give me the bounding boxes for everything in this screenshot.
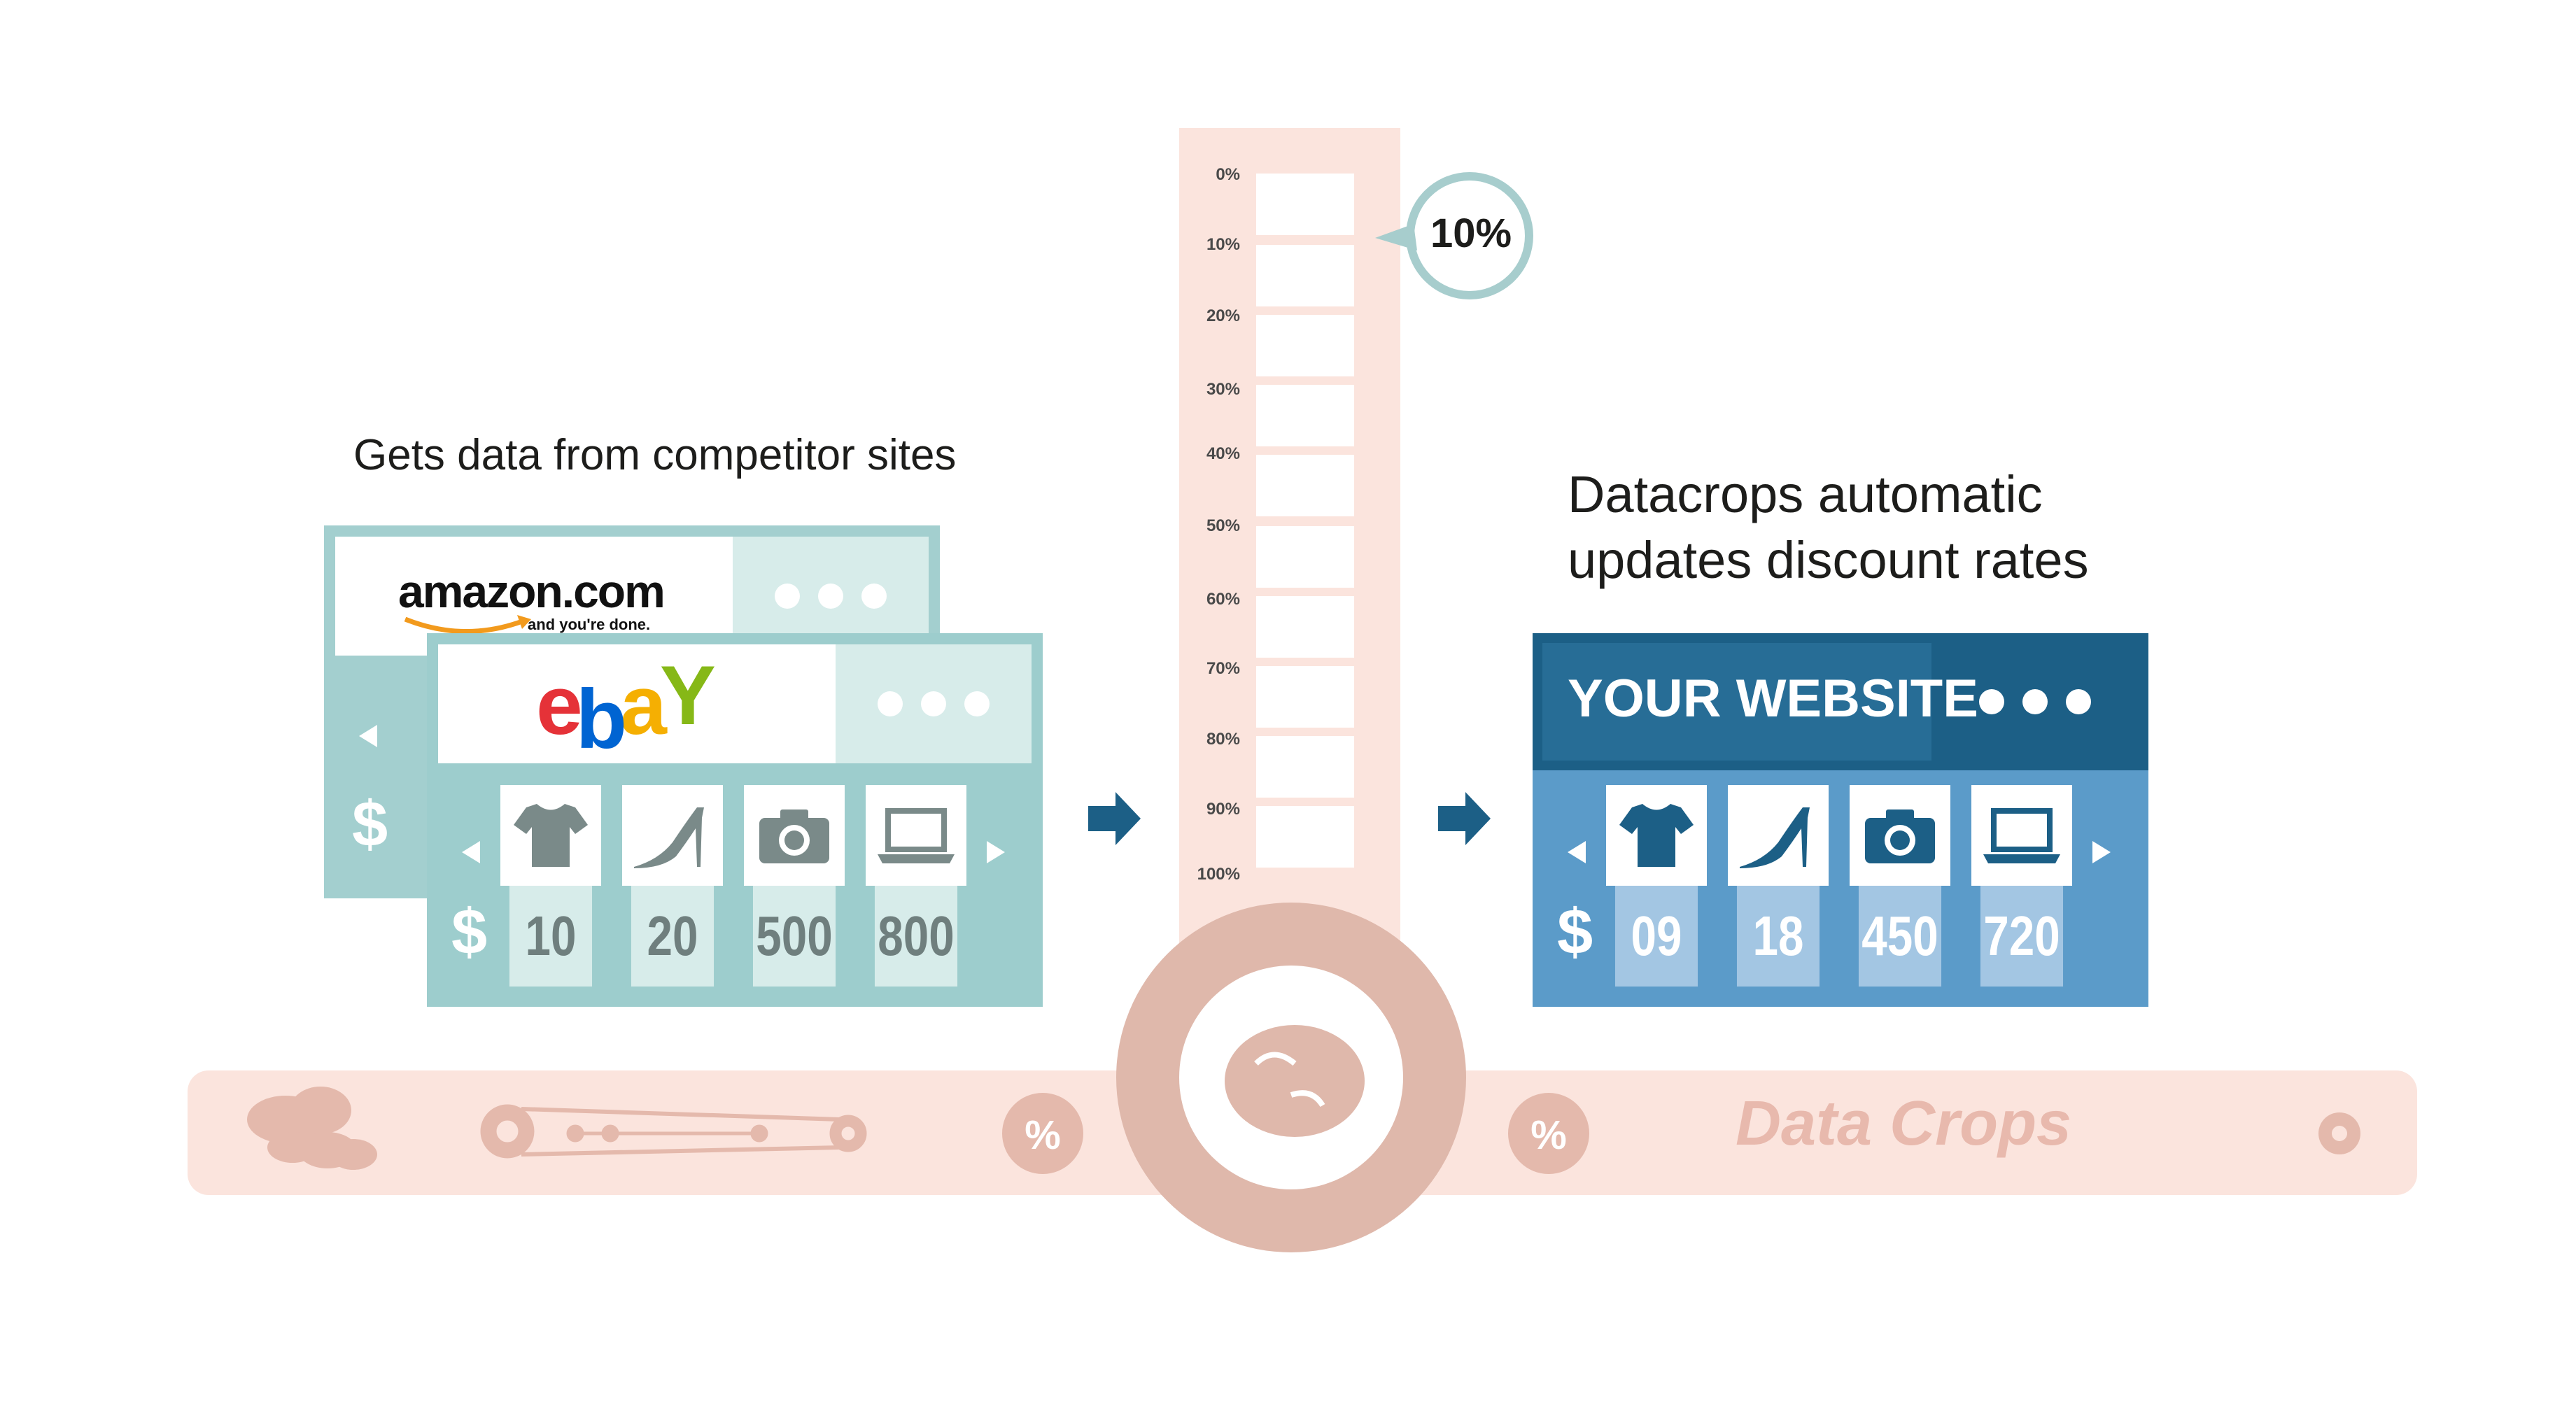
price-value: 450 — [1858, 886, 1942, 987]
high-heel-icon — [1728, 785, 1829, 886]
price-value: 18 — [1736, 886, 1820, 987]
scale-label: 10% — [1206, 235, 1240, 254]
scale-cell[interactable] — [1256, 174, 1354, 235]
currency-symbol: $ — [352, 789, 388, 860]
price-value: 10 — [509, 886, 593, 987]
scale-label: 60% — [1206, 590, 1240, 609]
scale-cell[interactable] — [1256, 596, 1354, 658]
price-value: 720 — [1980, 886, 2064, 987]
auto-update-caption: Datacrops automatic updates discount rat… — [1568, 462, 2089, 593]
scale-cell[interactable] — [1256, 666, 1354, 728]
amazon-tagline: and you're done. — [528, 616, 651, 633]
conveyor-icon — [480, 1104, 867, 1159]
menu-dot — [921, 691, 946, 716]
your-website-menu[interactable] — [1931, 643, 2139, 761]
menu-dot — [878, 691, 903, 716]
scale-label: 50% — [1206, 516, 1240, 535]
menu-dot — [775, 584, 800, 609]
scale-label: 70% — [1206, 659, 1240, 678]
ebay-logo: ebaY — [536, 649, 716, 766]
svg-text:%: % — [1025, 1112, 1061, 1158]
scale-label: 30% — [1206, 380, 1240, 399]
scale-cell[interactable] — [1256, 245, 1354, 306]
competitor-sites-caption: Gets data from competitor sites — [353, 431, 957, 479]
scale-label: 0% — [1216, 165, 1240, 184]
scale-label: 90% — [1206, 800, 1240, 819]
scale-label: 40% — [1206, 444, 1240, 463]
prev-arrow-icon[interactable] — [359, 725, 377, 747]
small-gear-icon — [2318, 1112, 2360, 1154]
product-tile[interactable]: 18 — [1728, 785, 1829, 987]
t-shirt-icon — [500, 785, 601, 886]
prev-arrow-icon[interactable] — [1568, 841, 1586, 863]
menu-dot — [818, 584, 843, 609]
menu-dot — [964, 691, 990, 716]
scale-label: 20% — [1206, 306, 1240, 325]
menu-dot — [2066, 689, 2091, 714]
arrow-right-icon — [1088, 792, 1141, 845]
product-tile[interactable]: 720 — [1971, 785, 2072, 987]
product-tile[interactable]: 20 — [622, 785, 723, 987]
high-heel-icon — [622, 785, 723, 886]
menu-dot — [1979, 689, 2004, 714]
menu-dot — [861, 584, 887, 609]
ebay-menu[interactable] — [836, 644, 1032, 763]
amazon-smile-icon — [404, 615, 531, 634]
scale-cell[interactable] — [1256, 455, 1354, 516]
percent-gear-left-icon: % — [1002, 1093, 1083, 1174]
laptop-icon — [866, 785, 966, 886]
camera-icon — [744, 785, 845, 886]
next-arrow-icon[interactable] — [2092, 841, 2111, 863]
ebay-window: ebaY $ 10 20 500 800 — [427, 633, 1043, 1007]
arrow-right-icon — [1438, 792, 1491, 845]
product-tile[interactable]: 800 — [866, 785, 966, 987]
scale-label: 100% — [1197, 865, 1240, 884]
price-value: 20 — [631, 886, 715, 987]
currency-symbol: $ — [451, 896, 488, 968]
next-arrow-icon[interactable] — [987, 841, 1005, 863]
product-tile[interactable]: 500 — [744, 785, 845, 987]
auto-update-caption-line2: updates discount rates — [1568, 531, 2089, 589]
scale-cell[interactable] — [1256, 806, 1354, 868]
your-website-window: $ 09 18 450 720 — [1533, 633, 2148, 1007]
t-shirt-icon — [1606, 785, 1707, 886]
your-website-title-box — [1542, 643, 1931, 761]
prev-arrow-icon[interactable] — [462, 841, 480, 863]
ebay-header: ebaY — [438, 644, 836, 766]
your-website-title: YOUR WEBSITE — [1568, 669, 1978, 728]
scale-cell[interactable] — [1256, 385, 1354, 446]
cloud-icon — [247, 1087, 377, 1170]
product-tile[interactable]: 10 — [500, 785, 601, 987]
price-value: 800 — [874, 886, 958, 987]
svg-text:%: % — [1530, 1112, 1567, 1158]
brain-icon — [1225, 1025, 1365, 1137]
currency-symbol: $ — [1557, 896, 1593, 968]
amazon-logo: amazon.com — [398, 565, 666, 617]
percent-gear-right-icon: % — [1508, 1093, 1589, 1174]
product-tile[interactable]: 450 — [1850, 785, 1950, 987]
price-value: 500 — [752, 886, 836, 987]
brand-text: Data Crops — [1736, 1089, 2072, 1159]
laptop-icon — [1971, 785, 2072, 886]
selected-rate-label: 10% — [1430, 211, 1512, 256]
scale-label: 80% — [1206, 730, 1240, 749]
scale-cell[interactable] — [1256, 526, 1354, 588]
price-value: 09 — [1614, 886, 1698, 987]
product-tile[interactable]: 09 — [1606, 785, 1707, 987]
auto-update-caption-line1: Datacrops automatic — [1568, 465, 2043, 523]
menu-dot — [2022, 689, 2048, 714]
camera-icon — [1850, 785, 1950, 886]
scale-cell[interactable] — [1256, 736, 1354, 798]
scale-cell[interactable] — [1256, 315, 1354, 376]
